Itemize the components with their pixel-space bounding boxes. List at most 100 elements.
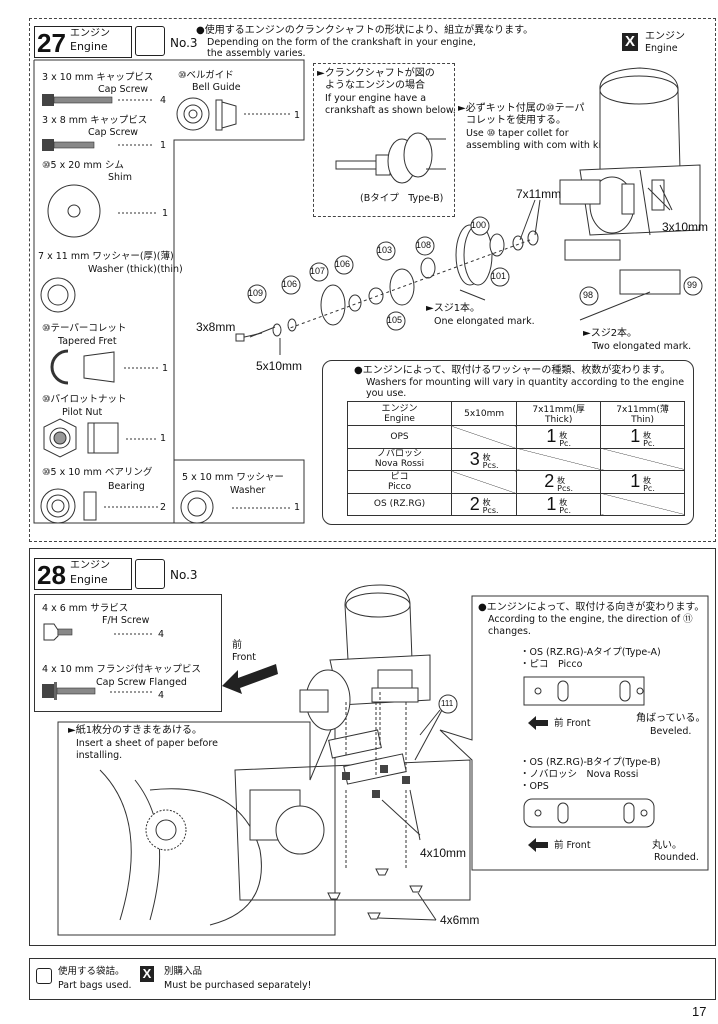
table-header-thin: 7x11mm(薄 Thin) xyxy=(600,401,685,426)
washer-note-jp: ●エンジンによって、取付けるワッシャーの種類、枚数が変わります。 xyxy=(354,365,671,376)
cap-screw-3x8-label: 3 x 8 mm キャップビス xyxy=(42,115,148,126)
callout-108: 108 xyxy=(416,240,432,250)
crank-note-jp2: ようなエンジンの場合 xyxy=(325,80,425,91)
taper-note-en1: Use ⑩ taper collet for xyxy=(466,128,569,139)
bearing-en: Bearing xyxy=(108,481,145,492)
step-28-panel xyxy=(29,548,716,946)
callout-109: 109 xyxy=(248,288,264,298)
taper-note-en2: assembling with com with kit. xyxy=(466,140,608,151)
two-mark-en: Two elongated mark. xyxy=(592,341,692,352)
cap-screw-short-icon xyxy=(42,139,154,151)
step-27-number: 27 xyxy=(37,28,66,58)
bag-icon xyxy=(135,26,165,56)
two-mark-jp: ►スジ2本。 xyxy=(583,328,638,339)
x-engine-jp: エンジン xyxy=(645,31,685,42)
callout-111: 111 xyxy=(441,699,454,708)
bell-guide-en: Bell Guide xyxy=(192,82,241,93)
crankshaft-icon xyxy=(335,132,446,184)
flanged-screw-en: Cap Screw Flanged xyxy=(96,677,187,688)
beveled-jp: 角ばっている。 xyxy=(636,713,706,724)
dim-4x10: 4x10mm xyxy=(420,846,467,860)
callout-103: 103 xyxy=(377,245,393,255)
crank-note-en1: If your engine have a xyxy=(325,93,427,104)
washer-small-icon xyxy=(180,490,290,524)
washer-5x10-qty: 1 xyxy=(294,502,301,513)
mount-plate-type-b xyxy=(523,798,655,828)
washer-note-en1: Washers for mounting will vary in quanti… xyxy=(366,377,685,388)
dim-5x10: 5x10mm xyxy=(256,359,303,373)
type-b-line2: ・ノバロッシ Nova Rossi xyxy=(520,769,639,780)
table-header-5x10: 5x10mm xyxy=(451,401,518,426)
paper-note-en2: installing. xyxy=(76,750,123,761)
x-purchase-icon: X xyxy=(140,966,154,982)
front-arrow-icon xyxy=(222,664,278,694)
rounded-jp: 丸い。 xyxy=(652,840,682,851)
dim-3x8: 3x8mm xyxy=(196,320,236,334)
fh-screw-label: 4 x 6 mm サラビス xyxy=(42,603,129,614)
cap-screw-3x8-qty: 1 xyxy=(160,140,167,151)
type-a-line2: ・ピコ Picco xyxy=(520,659,583,670)
fh-screw-icon xyxy=(43,623,154,641)
bearing-icon xyxy=(40,488,158,524)
one-mark-en: One elongated mark. xyxy=(434,316,535,327)
x-engine-en: Engine xyxy=(645,43,678,54)
crank-type-b: (Bタイプ Type-B) xyxy=(360,193,444,204)
callout-99: 99 xyxy=(687,280,698,290)
fh-screw-en: F/H Screw xyxy=(102,615,150,626)
table-cell-empty xyxy=(600,447,685,471)
type-a-line1: ・OS (RZ.RG)-Aタイプ(Type-A) xyxy=(520,647,661,658)
cap-screw-3x10-qty: 4 xyxy=(160,95,167,106)
callout-98: 98 xyxy=(583,290,594,300)
step-28-header xyxy=(34,558,132,590)
step-28-bag: No.3 xyxy=(170,568,198,582)
pilot-nut-icon xyxy=(43,418,158,458)
bearing-qty: 2 xyxy=(160,502,167,513)
beveled-en: Beveled. xyxy=(650,726,692,737)
washer-5x10-label: 5 x 10 mm ワッシャー xyxy=(182,472,284,483)
washer-5x10-en: Washer xyxy=(230,485,266,496)
x-purchase-icon: X xyxy=(622,33,638,51)
legend-box xyxy=(29,958,716,1000)
front-en: Front xyxy=(232,652,257,663)
flanged-screw-label: 4 x 10 mm フランジ付キャップビス xyxy=(42,664,201,675)
legend-bag-jp: 使用する袋詰。 xyxy=(58,966,125,977)
table-cell-engine: OS (RZ.RG) xyxy=(346,492,453,516)
fh-screw-qty: 4 xyxy=(158,629,165,640)
washer-7x11-label: 7 x 11 mm ワッシャー(厚)(薄) xyxy=(38,251,174,262)
mount-plate-type-a xyxy=(523,676,645,706)
table-cell-empty xyxy=(516,447,602,471)
dim-4x6: 4x6mm xyxy=(440,913,480,927)
collet-label: ⑩テーパーコレット xyxy=(42,323,127,334)
pilot-nut-qty: 1 xyxy=(160,433,167,444)
paper-note-en1: Insert a sheet of paper before xyxy=(76,738,218,749)
collet-en: Tapered Fret xyxy=(58,336,117,347)
callout-106b: 106 xyxy=(335,259,351,269)
front-label-b: 前 Front xyxy=(554,840,591,851)
gear-mesh-drawing xyxy=(99,769,262,926)
step-27-title-en: Engine xyxy=(70,40,108,53)
callout-106a: 106 xyxy=(282,279,298,289)
rounded-en: Rounded. xyxy=(654,852,699,863)
step-27-title-jp: エンジン xyxy=(70,28,110,39)
cap-screw-3x8-en: Cap Screw xyxy=(88,127,139,138)
table-cell-empty xyxy=(600,492,685,516)
step-27-note-en2: the assembly varies. xyxy=(207,48,306,59)
crank-note-jp1: ►クランクシャフトが図の xyxy=(317,68,435,79)
collet-icon xyxy=(50,349,158,385)
shim-qty: 1 xyxy=(162,208,169,219)
washer-7x11-en: Washer (thick)(thin) xyxy=(88,264,183,275)
cap-screw-3x10-en: Cap Screw xyxy=(98,84,149,95)
front-label-a: 前 Front xyxy=(554,718,591,729)
step-27-note-jp: ●使用するエンジンのクランクシャフトの形状により、組立が異なります。 xyxy=(196,25,534,36)
